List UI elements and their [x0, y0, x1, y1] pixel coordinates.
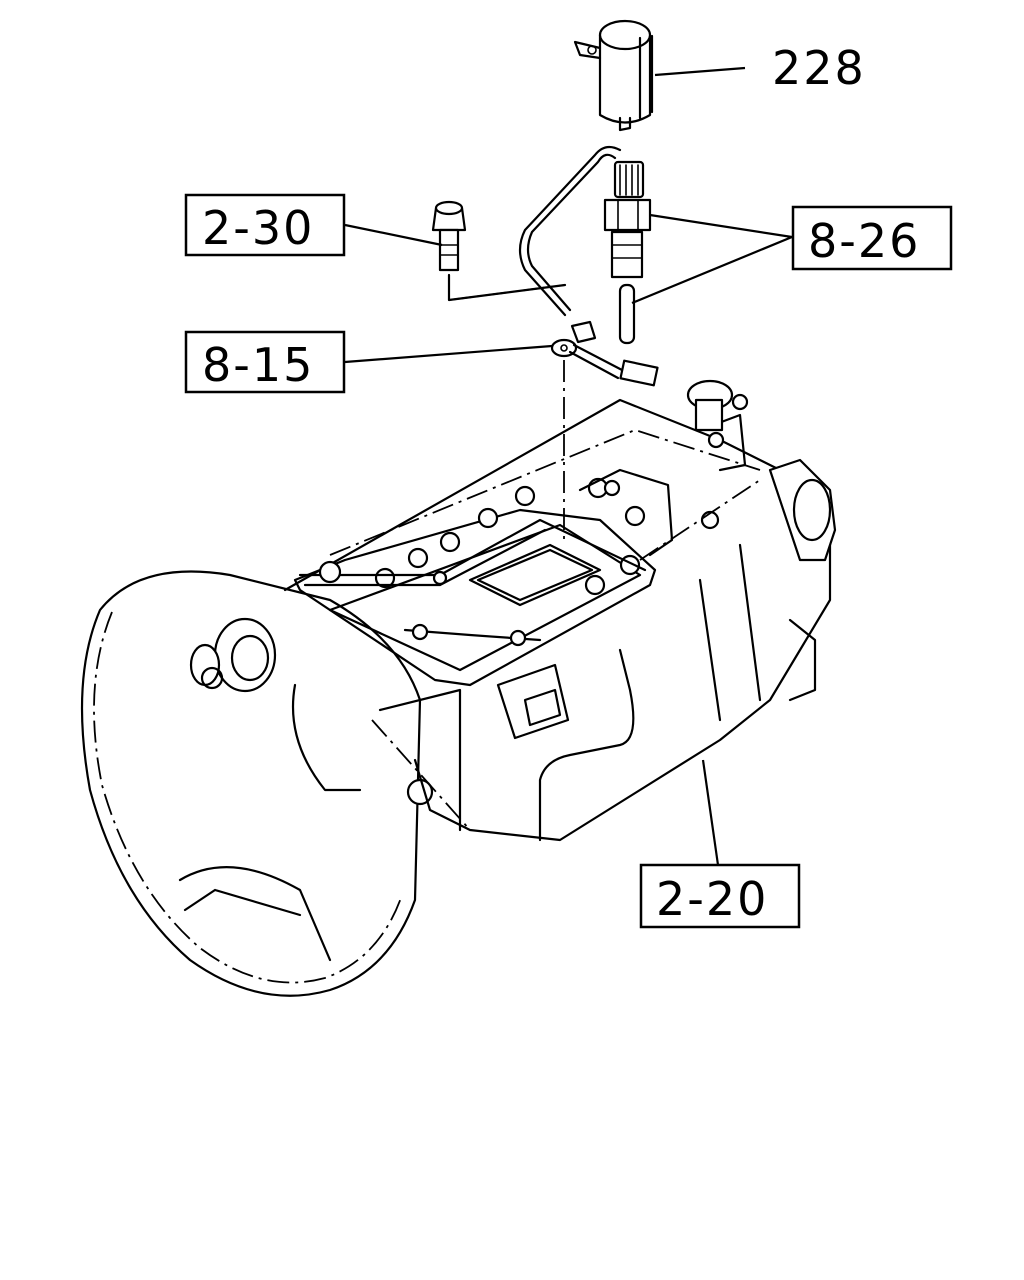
transmission-housing: [80, 379, 837, 997]
bolt-part: [431, 200, 567, 302]
leader-lines: [344, 66, 793, 866]
callout-2-20[interactable]: 2-20: [639, 863, 801, 929]
sensor-cover-part-228: [573, 19, 654, 132]
speed-sensor-assembly: [518, 145, 652, 345]
reference-8-15: 8-15: [202, 338, 314, 392]
callout-2-30[interactable]: 2-30: [184, 193, 346, 257]
callout-8-26[interactable]: 8-26: [791, 205, 953, 271]
callout-8-15[interactable]: 8-15: [184, 330, 346, 394]
reference-2-30: 2-30: [202, 201, 314, 255]
reference-2-20: 2-20: [656, 872, 768, 926]
reference-8-26: 8-26: [808, 214, 920, 268]
part-number-228: 228: [772, 41, 866, 95]
callout-228: 228: [772, 41, 866, 95]
harness-clip-part: [550, 320, 659, 545]
